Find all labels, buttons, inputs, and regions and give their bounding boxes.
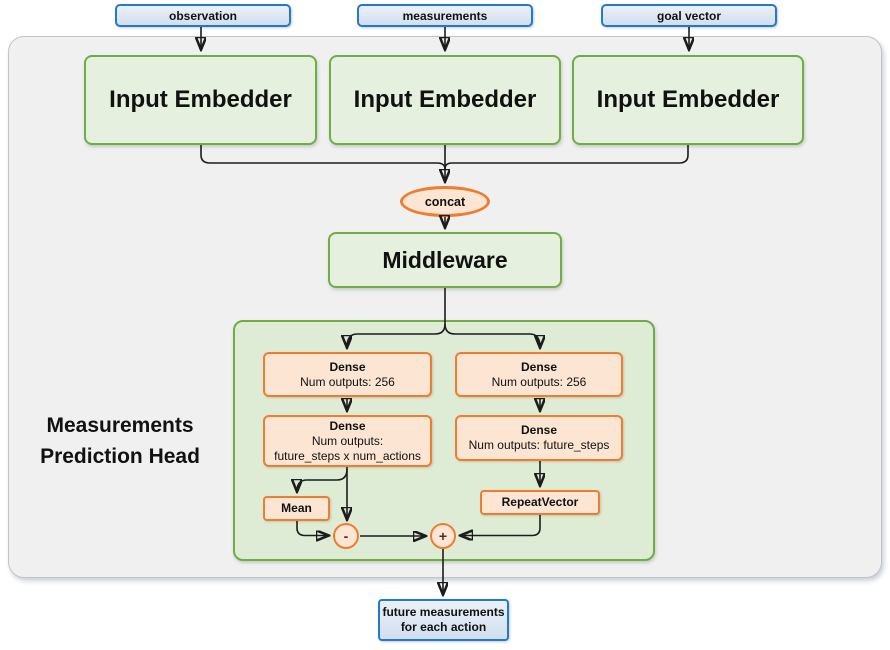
input-embedder-3: Input Embedder <box>572 55 804 145</box>
mean-label: Mean <box>281 501 312 515</box>
input-node-observation: observation <box>115 4 291 27</box>
concat-label: concat <box>424 194 466 209</box>
dense-right-1: Dense Num outputs: 256 <box>455 352 623 397</box>
dense-right-2: Dense Num outputs: future_steps <box>455 415 623 461</box>
input-node-label: measurements <box>402 8 488 23</box>
dense-left-1: Dense Num outputs: 256 <box>263 352 432 397</box>
dense-name: Dense <box>520 423 558 437</box>
repeat-vector-label: RepeatVector <box>501 495 579 509</box>
input-embedder-label: Input Embedder <box>596 86 780 113</box>
dense-outputs: Num outputs: 256 <box>300 374 395 389</box>
subtract-node: - <box>333 523 359 549</box>
input-node-label: observation <box>168 8 237 23</box>
add-node: + <box>430 523 456 549</box>
dense-outputs: Num outputs: <box>311 433 384 448</box>
minus-icon: - <box>343 528 349 544</box>
repeat-vector-node: RepeatVector <box>480 490 600 515</box>
input-embedder-1: Input Embedder <box>84 55 317 145</box>
dense-left-2: Dense Num outputs: future_steps x num_ac… <box>263 415 432 467</box>
input-embedder-label: Input Embedder <box>353 86 537 113</box>
dense-name: Dense <box>329 359 366 374</box>
middleware-node: Middleware <box>328 232 562 288</box>
output-node: future measurements for each action <box>378 599 509 641</box>
input-node-measurements: measurements <box>357 4 533 27</box>
mean-node: Mean <box>263 496 330 521</box>
input-node-label: goal vector <box>656 8 722 23</box>
prediction-head-title-line1: Measurements <box>46 414 194 437</box>
input-node-goal-vector: goal vector <box>601 4 777 27</box>
concat-node: concat <box>400 186 490 217</box>
dense-name: Dense <box>329 418 366 433</box>
input-embedder-label: Input Embedder <box>109 86 292 113</box>
dense-name: Dense <box>520 359 558 374</box>
dense-outputs-2: future_steps x num_actions <box>274 448 421 463</box>
dense-outputs: Num outputs: 256 <box>491 374 587 389</box>
prediction-head-title-line2: Prediction Head <box>40 445 200 468</box>
prediction-head-title: Measurements Prediction Head <box>15 410 225 472</box>
plus-icon: + <box>438 528 448 544</box>
input-embedder-2: Input Embedder <box>329 55 561 145</box>
middleware-label: Middleware <box>382 246 508 273</box>
output-label-line2: for each action <box>400 620 487 634</box>
dense-outputs: Num outputs: future_steps <box>468 438 610 452</box>
output-label-line1: future measurements <box>382 605 505 619</box>
